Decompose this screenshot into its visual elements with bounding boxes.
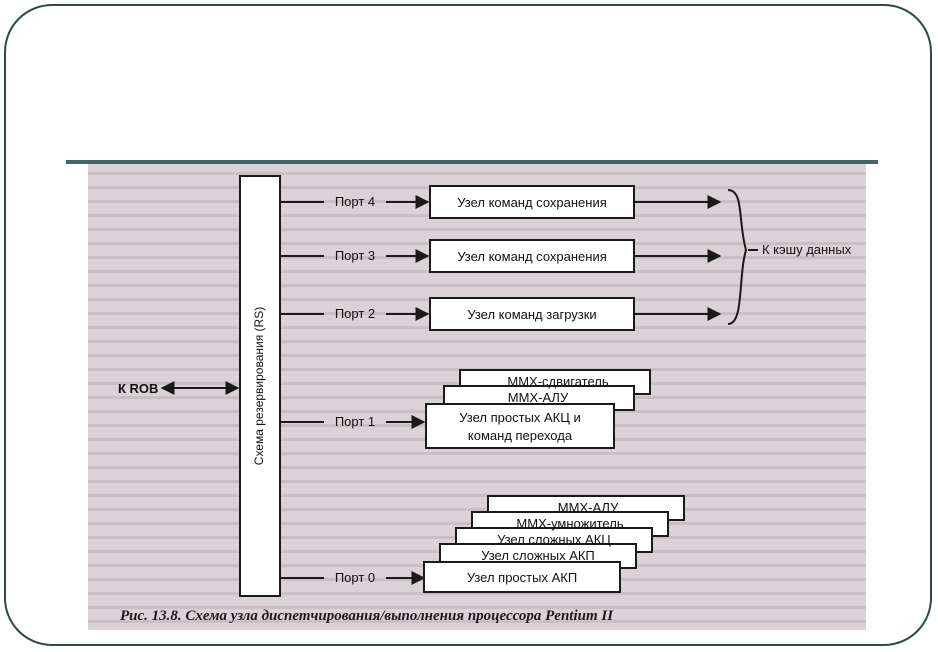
store-unit-1-label: Узел команд сохранения: [457, 195, 607, 210]
port-2-label: Порт 2: [335, 306, 375, 321]
mmx-alu-0-label: MMX-АЛУ: [558, 500, 619, 515]
store-unit-2: [429, 239, 635, 273]
simple-fp-jump-label-line1: Узел простых АКЦ и: [459, 410, 580, 425]
store-unit-2-label: Узел команд сохранения: [457, 249, 607, 264]
simple-fp-jump-unit: [425, 403, 615, 449]
port-4-label: Порт 4: [335, 194, 375, 209]
rob-label: К ROB: [118, 381, 158, 396]
load-unit-label: Узел команд загрузки: [467, 307, 596, 322]
complex-fx-label: Узел сложных АКЦ: [497, 532, 611, 547]
mmx-alu-1-label: MMX-АЛУ: [508, 390, 569, 405]
rs-label: Схема резервирования (RS): [252, 307, 266, 465]
rs-box: [239, 175, 281, 597]
complex-fp-label: Узел сложных АКП: [481, 548, 595, 563]
title-divider: [66, 160, 878, 164]
dispatch-diagram: Схема резервирования (RS) Порт 4 Порт 3 …: [88, 164, 866, 630]
store-unit-1: [429, 185, 635, 219]
mmx-shift-label: MMX-сдвигатель: [507, 374, 609, 389]
cache-label: К кэшу данных: [762, 242, 852, 257]
cache-brace: [727, 189, 748, 325]
port-3-label: Порт 3: [335, 248, 375, 263]
mmx-mul-label: MMX-умножитель: [516, 516, 623, 531]
load-unit: [429, 297, 635, 331]
figure-caption: Рис. 13.8. Схема узла диспетчирования/вы…: [120, 608, 614, 624]
scanned-figure: Схема резервирования (RS) Порт 4 Порт 3 …: [88, 164, 866, 630]
simple-fp-jump-label-line2: команд перехода: [468, 428, 573, 443]
simple-fp-label: Узел простых АКП: [467, 570, 577, 585]
simple-fp-unit: [423, 561, 621, 593]
port-0-label: Порт 0: [335, 570, 375, 585]
port-1-label: Порт 1: [335, 414, 375, 429]
slide-frame: [4, 4, 932, 646]
